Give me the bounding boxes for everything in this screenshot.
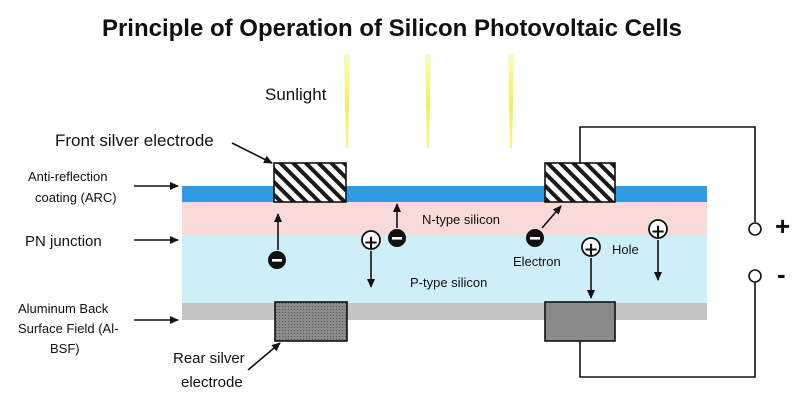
- pn-junction-label: PN junction: [25, 233, 102, 250]
- sun-ray-2: [425, 54, 431, 148]
- rear-electrode-label-line2: electrode: [181, 374, 243, 391]
- sun-ray-3: [508, 54, 514, 148]
- bsf-label-line2: Surface Field (Al-: [18, 321, 118, 336]
- n-type-label: N-type silicon: [422, 212, 500, 227]
- hole-2: [581, 237, 601, 257]
- rear-electrode-pointer: [247, 342, 281, 371]
- sunlight-label: Sunlight: [265, 85, 327, 104]
- positive-terminal-label: +: [775, 211, 790, 241]
- arc-label-line1: Anti-reflection: [28, 169, 107, 184]
- arc-layer: [182, 186, 707, 202]
- rear-electrode-left: [274, 301, 348, 342]
- rear-electrode-label-line1: Rear silver: [173, 350, 245, 367]
- hole-1: [361, 230, 381, 250]
- hole-2-sign: +: [583, 239, 598, 260]
- page-title: Principle of Operation of Silicon Photov…: [102, 15, 682, 42]
- electron-1-sign: [272, 259, 282, 262]
- bsf-label-line1: Aluminum Back: [18, 301, 109, 316]
- arc-label-line2: coating (ARC): [35, 190, 117, 205]
- front-electrode-right: [544, 162, 616, 203]
- electron-3-sign: [530, 237, 540, 240]
- n-type-layer: [182, 202, 707, 235]
- negative-terminal-label: -: [777, 259, 786, 289]
- front-electrode-pointer: [231, 142, 273, 164]
- p-type-label: P-type silicon: [410, 275, 487, 290]
- front-electrode-label: Front silver electrode: [55, 131, 214, 150]
- bsf-label-line3: BSF): [50, 341, 80, 356]
- hole-3: [648, 219, 668, 239]
- hole-1-sign: +: [363, 232, 378, 253]
- rear-electrode-right: [544, 301, 616, 342]
- sunlight-rays: [344, 54, 514, 148]
- external-circuit: [579, 126, 762, 378]
- electron-2-sign: [392, 237, 402, 240]
- hole-3-sign: +: [650, 221, 665, 242]
- hole-label: Hole: [612, 242, 639, 257]
- electron-path-arrow-3: [541, 205, 562, 229]
- negative-terminal: [748, 269, 762, 283]
- positive-terminal: [748, 222, 762, 236]
- front-electrode-left: [273, 162, 347, 203]
- sun-ray-1: [344, 54, 350, 148]
- electron-label: Electron: [513, 254, 561, 269]
- p-type-layer: [182, 235, 707, 303]
- bsf-layer: [182, 303, 707, 320]
